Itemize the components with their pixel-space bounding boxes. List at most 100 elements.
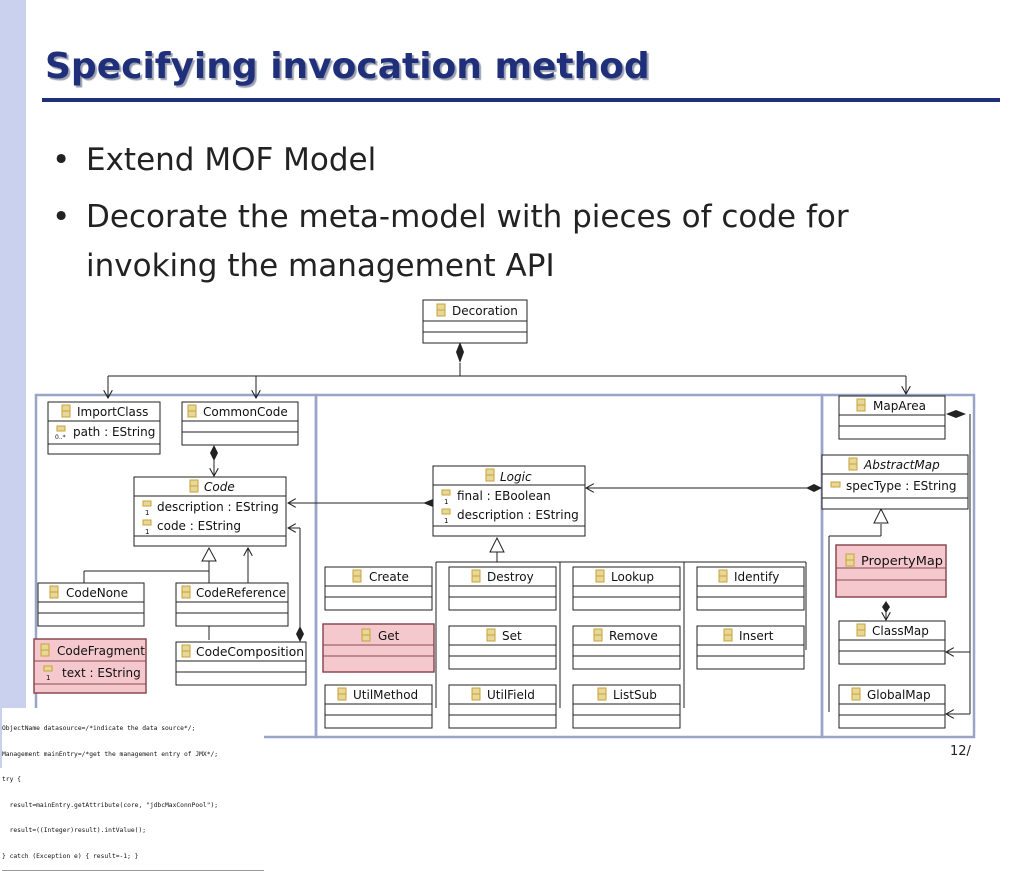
composition-diamond bbox=[882, 601, 890, 613]
class-icon bbox=[181, 644, 191, 658]
class-icon bbox=[436, 303, 446, 317]
class-icon bbox=[856, 623, 866, 637]
class-util-field[interactable]: UtilField bbox=[448, 684, 557, 729]
attribute-single-icon: 1 bbox=[441, 489, 451, 506]
code-line: result=mainEntry.getAttribute(core, "jdb… bbox=[2, 801, 219, 809]
title-underline bbox=[42, 98, 1000, 102]
class-icon bbox=[189, 479, 199, 493]
class-util-field-title: UtilField bbox=[487, 688, 535, 702]
class-destroy[interactable]: Destroy bbox=[448, 566, 557, 611]
class-icon bbox=[61, 404, 71, 418]
class-code-none-title: CodeNone bbox=[66, 586, 128, 600]
svg-text:1: 1 bbox=[46, 674, 50, 682]
inheritance-triangle bbox=[201, 546, 217, 562]
slide-side-strip bbox=[0, 0, 26, 768]
attr-abstract-map-spec-type: specType : EString bbox=[846, 479, 956, 493]
svg-text:1: 1 bbox=[145, 528, 149, 536]
class-identify-title: Identify bbox=[734, 570, 779, 584]
class-list-sub[interactable]: ListSub bbox=[572, 684, 681, 729]
class-decoration[interactable]: Decoration bbox=[422, 299, 528, 344]
class-abstract-map[interactable]: AbstractMap specType : EString bbox=[821, 454, 969, 510]
svg-text:0..*: 0..* bbox=[55, 434, 66, 441]
slide-title: Specifying invocation method bbox=[45, 46, 650, 87]
attr-code-fragment-text: text : EString bbox=[62, 666, 141, 680]
class-logic-title: Logic bbox=[500, 470, 532, 484]
class-icon bbox=[848, 457, 858, 471]
composition-diamond bbox=[806, 484, 822, 492]
class-get[interactable]: Get bbox=[322, 623, 435, 673]
class-icon bbox=[40, 643, 50, 657]
code-snippet: ObjectName datasource=/*indicate the dat… bbox=[2, 708, 264, 871]
code-line: Management mainEntry=/*get the managemen… bbox=[2, 750, 219, 758]
class-property-map[interactable]: PropertyMap bbox=[835, 544, 947, 598]
class-remove-title: Remove bbox=[609, 629, 658, 643]
class-icon bbox=[181, 585, 191, 599]
class-global-map[interactable]: GlobalMap bbox=[838, 684, 946, 729]
class-insert-title: Insert bbox=[739, 629, 774, 643]
class-set[interactable]: Set bbox=[448, 625, 557, 670]
class-icon bbox=[851, 687, 861, 701]
map-panel bbox=[820, 393, 976, 739]
class-map-area-title: MapArea bbox=[873, 399, 926, 413]
class-import-class-title: ImportClass bbox=[77, 405, 148, 419]
svg-text:1: 1 bbox=[444, 498, 448, 506]
class-code-reference[interactable]: CodeReference bbox=[175, 582, 289, 627]
class-util-method[interactable]: UtilMethod bbox=[324, 684, 433, 729]
class-create[interactable]: Create bbox=[324, 566, 433, 611]
class-code-fragment[interactable]: CodeFragment 1 text : EString bbox=[33, 638, 147, 694]
class-create-title: Create bbox=[369, 570, 409, 584]
class-abstract-map-title: AbstractMap bbox=[863, 458, 940, 472]
class-icon bbox=[597, 687, 607, 701]
class-code[interactable]: Code 1 description : EString 1 code : ES… bbox=[133, 476, 287, 547]
class-remove[interactable]: Remove bbox=[572, 625, 681, 670]
class-icon bbox=[49, 585, 59, 599]
class-import-class[interactable]: ImportClass 0..* path : EString bbox=[47, 401, 161, 455]
class-logic[interactable]: Logic 1 final : EBoolean 1 description :… bbox=[432, 465, 586, 537]
bullet-2-line-2: invoking the management API bbox=[86, 248, 555, 284]
class-icon bbox=[485, 468, 495, 482]
class-icon bbox=[471, 569, 481, 583]
class-icon bbox=[723, 628, 733, 642]
attribute-single-icon: 1 bbox=[142, 500, 152, 517]
bullet-2-line-1: Decorate the meta-model with pieces of c… bbox=[86, 199, 849, 235]
inheritance-triangle bbox=[489, 536, 505, 553]
bullet-1-line-1: Extend MOF Model bbox=[86, 142, 377, 178]
class-code-fragment-title: CodeFragment bbox=[57, 644, 145, 658]
class-lookup[interactable]: Lookup bbox=[572, 566, 681, 611]
class-diagram: Decoration ImportClass 0..* path : EStri… bbox=[33, 299, 976, 739]
class-icon bbox=[718, 569, 728, 583]
attr-logic-final: final : EBoolean bbox=[457, 489, 551, 503]
class-icon bbox=[856, 398, 866, 412]
class-map-area[interactable]: MapArea bbox=[838, 395, 946, 440]
class-code-composition[interactable]: CodeComposition bbox=[175, 641, 307, 686]
bullet-dot: • bbox=[52, 142, 71, 178]
class-property-map-title: PropertyMap bbox=[861, 554, 943, 568]
attribute-single-icon: 1 bbox=[142, 519, 152, 536]
class-code-reference-title: CodeReference bbox=[196, 586, 286, 600]
class-global-map-title: GlobalMap bbox=[867, 688, 931, 702]
class-code-none[interactable]: CodeNone bbox=[37, 582, 145, 627]
class-icon bbox=[471, 687, 481, 701]
inheritance-triangle bbox=[873, 507, 889, 524]
attr-code-code: code : EString bbox=[157, 519, 241, 533]
class-insert[interactable]: Insert bbox=[696, 625, 805, 670]
class-common-code[interactable]: CommonCode bbox=[181, 401, 299, 446]
attribute-many-icon: 0..* bbox=[55, 425, 66, 441]
code-line: try { bbox=[2, 776, 21, 783]
class-destroy-title: Destroy bbox=[487, 570, 534, 584]
class-class-map[interactable]: ClassMap bbox=[838, 620, 946, 665]
class-identify[interactable]: Identify bbox=[696, 566, 805, 611]
class-icon bbox=[361, 628, 371, 642]
attribute-single-icon: 1 bbox=[43, 665, 53, 682]
composition-diamond bbox=[456, 342, 464, 363]
class-class-map-title: ClassMap bbox=[872, 624, 929, 638]
composition-diamond bbox=[210, 445, 218, 461]
attr-logic-description: description : EString bbox=[457, 508, 579, 522]
class-icon bbox=[337, 687, 347, 701]
class-code-title: Code bbox=[204, 480, 235, 494]
class-icon bbox=[486, 628, 496, 642]
bullet-dot: • bbox=[52, 199, 71, 235]
class-decoration-title: Decoration bbox=[452, 304, 518, 318]
class-common-code-title: CommonCode bbox=[203, 405, 288, 419]
composition-diamond bbox=[946, 410, 966, 418]
